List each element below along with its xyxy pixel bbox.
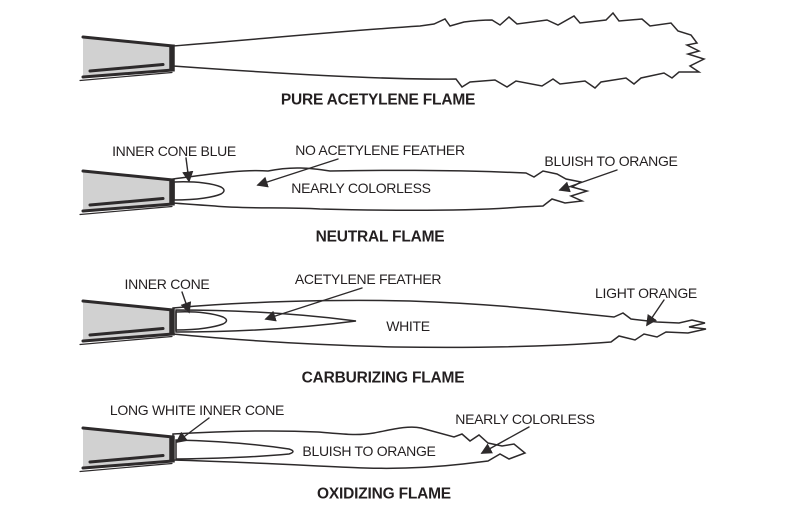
leader-arrow-light-orange: [646, 299, 665, 327]
label-no-acetylene-feather: NO ACETYLENE FEATHER: [295, 142, 465, 158]
inner-cone-shape-carburizing: [175, 311, 228, 331]
torch-tip-oxidizing: [79, 426, 175, 473]
caption-carburizing-flame: CARBURIZING FLAME: [301, 369, 465, 387]
inner-cone-shape-neutral: [173, 181, 225, 201]
long-white-inner-cone-shape: [175, 439, 294, 460]
leader-arrow-nearly-colorless-oxidizing: [480, 426, 530, 454]
flame-outline-neutral: [172, 167, 590, 212]
label-light-orange: LIGHT ORANGE: [595, 285, 697, 301]
label-bluish-to-orange-2: BLUISH TO ORANGE: [302, 443, 436, 459]
label-white: WHITE: [386, 318, 430, 334]
label-nearly-colorless: NEARLY COLORLESS: [291, 180, 431, 196]
flame-outline-pure-acetylene: [172, 11, 706, 89]
flame-outline-oxidizing: [172, 426, 527, 470]
torch-tip-carburizing: [79, 299, 175, 346]
caption-oxidizing-flame: OXIDIZING FLAME: [317, 485, 451, 503]
caption-pure-acetylene-flame: PURE ACETYLENE FLAME: [280, 91, 476, 109]
leader-arrow-bluish-to-orange: [558, 169, 618, 193]
flame-outline-carburizing: [172, 299, 707, 349]
label-acetylene-feather: ACETYLENE FEATHER: [294, 271, 442, 287]
caption-neutral-flame: NEUTRAL FLAME: [315, 228, 445, 246]
torch-tip-neutral: [79, 169, 175, 216]
acetylene-feather-shape: [175, 309, 357, 333]
label-nearly-colorless-2: NEARLY COLORLESS: [455, 411, 595, 427]
leader-line-inner-cone: [180, 291, 192, 314]
leader-line-long-white-inner-cone: [175, 417, 210, 444]
label-bluish-to-orange: BLUISH TO ORANGE: [544, 153, 678, 169]
label-inner-cone-blue: INNER CONE BLUE: [112, 143, 236, 159]
torch-tip-pure-acetylene: [79, 35, 175, 82]
leader-arrow-no-acetylene-feather: [256, 158, 339, 188]
label-long-white-inner-cone: LONG WHITE INNER CONE: [109, 402, 285, 418]
label-inner-cone: INNER CONE: [124, 276, 210, 292]
leader-arrow-acetylene-feather: [264, 287, 363, 322]
leader-line-inner-cone-blue: [182, 157, 194, 183]
